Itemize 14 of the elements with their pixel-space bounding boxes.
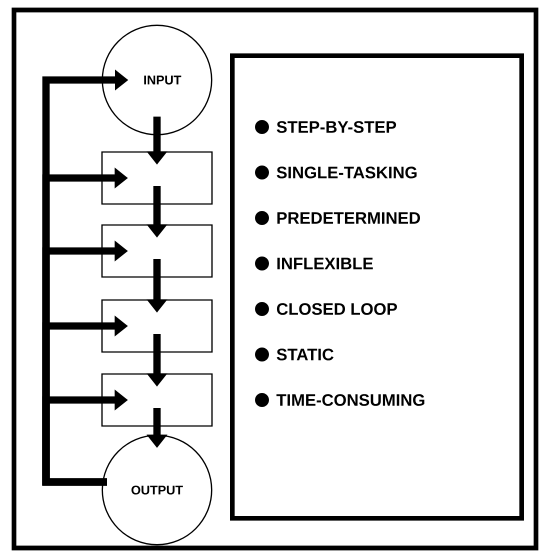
bullet-item: CLOSED LOOP bbox=[255, 302, 397, 316]
bullet-item: STEP-BY-STEP bbox=[255, 120, 396, 134]
list-box bbox=[230, 53, 524, 521]
bullet-item: INFLEXIBLE bbox=[255, 256, 373, 270]
circle-node: OUTPUT bbox=[102, 434, 212, 546]
process-box bbox=[101, 224, 213, 278]
process-box bbox=[101, 373, 213, 427]
process-box bbox=[101, 299, 213, 353]
bullet-item: STATIC bbox=[255, 348, 334, 362]
circle-node: INPUT bbox=[102, 24, 212, 136]
process-box bbox=[101, 151, 213, 205]
bullet-item: PREDETERMINED bbox=[255, 211, 420, 225]
bullet-item: TIME-CONSUMING bbox=[255, 393, 424, 407]
bullet-item: SINGLE-TASKING bbox=[255, 166, 417, 180]
